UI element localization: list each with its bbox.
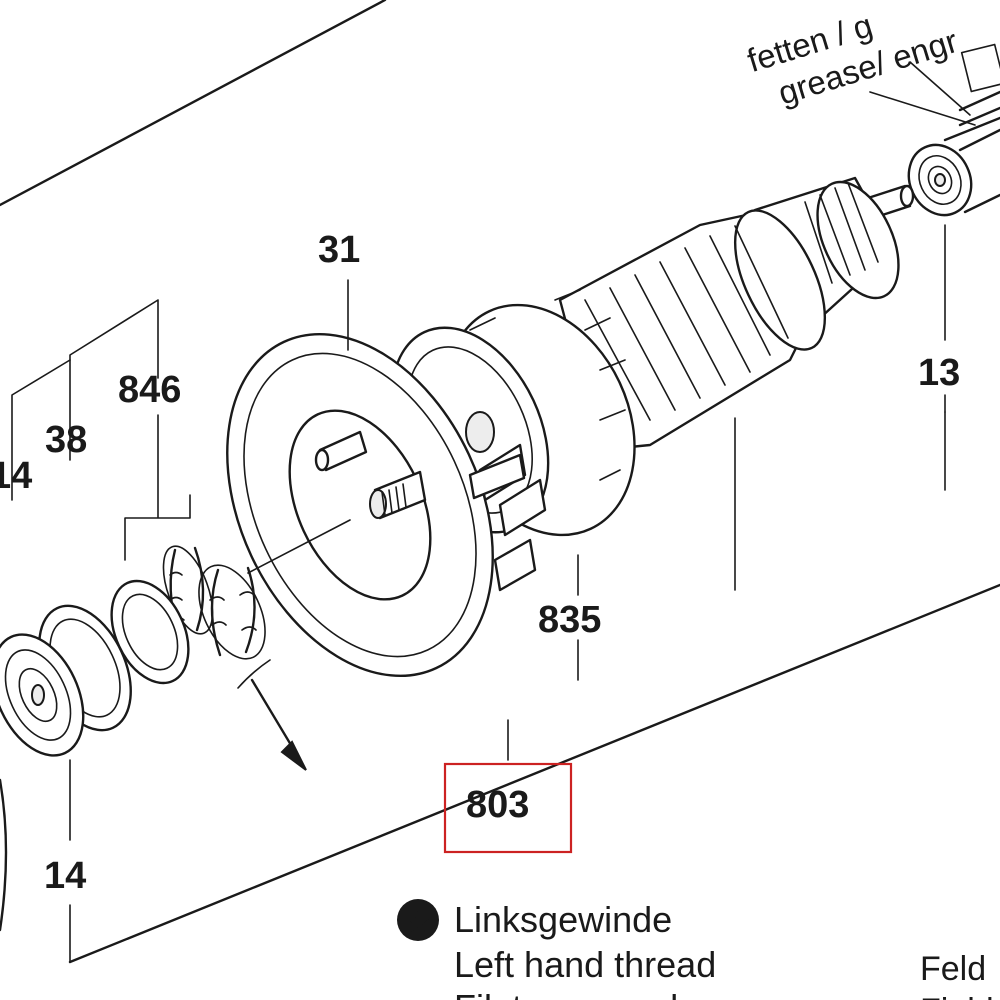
label-803: 803 <box>466 784 529 826</box>
thread-note: ★ Linksgewinde Left hand thread Filetage… <box>397 899 716 1000</box>
star-badge <box>397 899 439 941</box>
leader-lines <box>11 224 946 963</box>
partial-part-edge <box>0 778 8 932</box>
label-31: 31 <box>318 229 360 271</box>
star-icon: ★ <box>405 906 432 939</box>
label-14-bottom: 14 <box>44 855 86 897</box>
label-835: 835 <box>538 599 601 641</box>
bearing-14 <box>0 604 132 757</box>
armature-803 <box>390 176 915 592</box>
label-846: 846 <box>118 369 181 411</box>
grease-symbol-box <box>960 43 1000 93</box>
thread-note-line1: Linksgewinde <box>454 899 672 940</box>
label-14-top: 14 <box>0 455 32 497</box>
assembly-axis <box>247 519 351 574</box>
grease-callout: fetten / g grease/ engr <box>743 6 1000 142</box>
bearing-13 <box>907 128 1000 217</box>
thread-note-line2: Left hand thread <box>454 944 716 985</box>
diagram-frame <box>0 0 1000 964</box>
part-labels: 31 846 38 14 13 835 803 14 <box>0 229 960 897</box>
label-38: 38 <box>45 419 87 461</box>
corner-text-line1: Feld <box>920 950 986 988</box>
flange-31 <box>226 332 526 678</box>
left-hand-thread-arrow <box>237 659 307 771</box>
highlight-box-803 <box>443 762 573 854</box>
label-13: 13 <box>918 352 960 394</box>
corner-text: Feld Field <box>920 950 994 1000</box>
thread-note-line3: Filetage gauche <box>454 987 710 1000</box>
corner-text-line2: Field <box>920 992 994 1000</box>
